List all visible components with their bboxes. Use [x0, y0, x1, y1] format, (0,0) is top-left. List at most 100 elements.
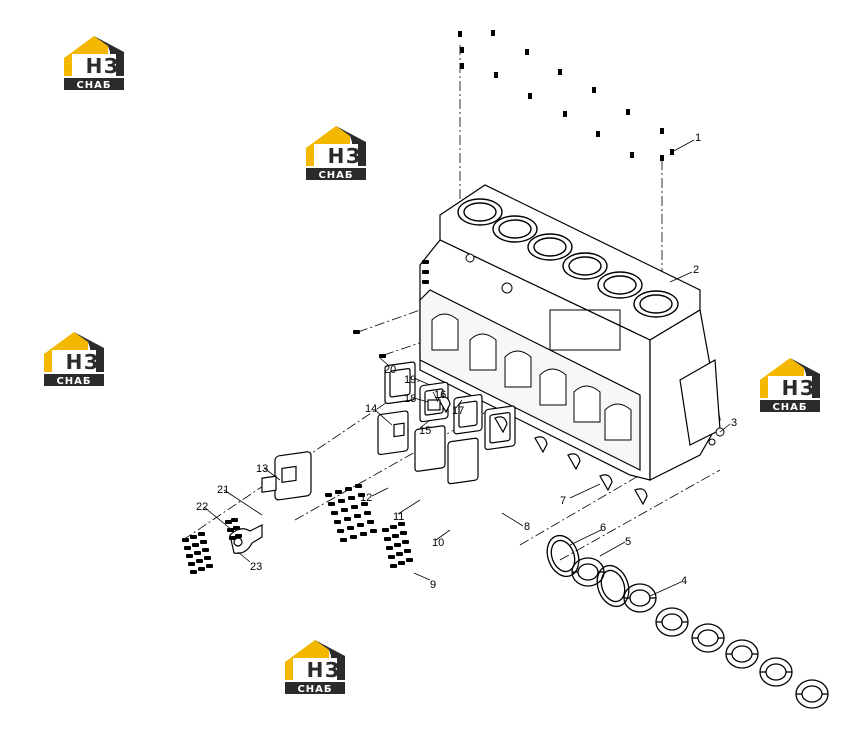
bolt-icon	[660, 128, 664, 134]
bolt-icon	[358, 493, 365, 497]
bolt-icon	[335, 490, 342, 494]
bearing-shell-icon	[655, 607, 689, 637]
block-side-bays	[431, 253, 725, 446]
bolt-icon	[422, 270, 429, 274]
bearing-shell-icon	[759, 657, 793, 687]
bolt-icon	[351, 505, 358, 509]
callout-21: 21	[217, 484, 229, 496]
callout-14: 14	[365, 403, 377, 415]
callout-23: 23	[250, 561, 262, 573]
bolt-icon	[422, 260, 429, 264]
callout-13: 13	[256, 463, 268, 475]
bolt-icon	[194, 551, 201, 555]
bolt-icon	[596, 131, 600, 137]
bearing-shell-icon	[691, 623, 725, 653]
logo-watermark	[306, 126, 366, 181]
callout-5: 5	[625, 536, 631, 548]
bolt-icon	[422, 280, 429, 284]
callout-15: 15	[419, 425, 431, 437]
cylinder-block	[419, 184, 721, 481]
bolt-icon	[227, 528, 234, 532]
bolt-icon	[204, 556, 211, 560]
bolt-icon	[182, 538, 189, 542]
bolt-icon	[563, 111, 567, 117]
bolt-icon	[338, 499, 345, 503]
callout-19: 19	[404, 374, 416, 386]
bolt-icon	[354, 514, 361, 518]
bolt-icon	[361, 502, 368, 506]
bolt-icon	[200, 540, 207, 544]
bolt-icon	[379, 354, 386, 358]
side-cover-gaskets	[274, 361, 516, 501]
bolt-icon	[192, 543, 199, 547]
callout-17: 17	[452, 405, 464, 417]
callout-22: 22	[196, 501, 208, 513]
bolt-icon	[382, 528, 389, 532]
callout-11: 11	[393, 511, 404, 523]
callout-8: 8	[524, 521, 530, 533]
callout-2: 2	[693, 264, 699, 276]
callout-4: 4	[681, 575, 687, 587]
bearing-shell-icon	[725, 639, 759, 669]
bolt-icon	[558, 69, 562, 75]
callout-18: 18	[404, 393, 416, 405]
bolt-icon	[400, 531, 407, 535]
bolt-icon	[190, 535, 197, 539]
bolt-icon	[190, 570, 197, 574]
logo-watermark	[64, 36, 124, 91]
bolt-icon	[206, 564, 213, 568]
bolt-icon	[460, 63, 464, 69]
callout-16: 16	[434, 389, 446, 401]
piston-cooling-nozzles	[427, 396, 648, 506]
cover-bolts	[182, 260, 429, 574]
bolt-icon	[494, 72, 498, 78]
bearing-shell-icon	[571, 557, 605, 587]
bolt-icon	[460, 47, 464, 53]
bolt-icon	[225, 520, 232, 524]
callout-labels: 1 2 3 4 5 6 7 8 9 10 11 12 13 14 15 16 1…	[196, 132, 737, 591]
bolt-icon	[229, 536, 236, 540]
bolt-icon	[367, 520, 374, 524]
logo-watermark	[285, 640, 345, 695]
bolt-icon	[384, 537, 391, 541]
callout-12: 12	[360, 492, 372, 504]
bolt-icon	[355, 484, 362, 488]
bolt-icon	[198, 532, 205, 536]
bolt-icon	[328, 502, 335, 506]
bolt-icon	[458, 31, 462, 37]
callout-10: 10	[432, 537, 444, 549]
bolt-icon	[344, 517, 351, 521]
bolt-icon	[626, 109, 630, 115]
bolt-icon	[345, 487, 352, 491]
bolt-icon	[233, 526, 240, 530]
bolt-icon	[188, 562, 195, 566]
cylinder-head-bolts	[458, 30, 674, 161]
bolt-icon	[340, 538, 347, 542]
bolt-icon	[353, 330, 360, 334]
bolt-icon	[184, 546, 191, 550]
bolt-icon	[370, 529, 377, 533]
bolt-icon	[350, 535, 357, 539]
callout-3: 3	[731, 417, 737, 429]
bolt-icon	[404, 549, 411, 553]
leader-lines	[203, 139, 731, 597]
bolt-icon	[360, 532, 367, 536]
bolt-icon	[630, 152, 634, 158]
bolt-icon	[196, 559, 203, 563]
bolt-icon	[398, 522, 405, 526]
bolt-icon	[348, 496, 355, 500]
bolt-icon	[235, 534, 242, 538]
bolt-icon	[528, 93, 532, 99]
callout-7: 7	[560, 495, 566, 507]
bolt-icon	[198, 567, 205, 571]
bolt-icon	[337, 529, 344, 533]
callout-6: 6	[600, 522, 606, 534]
bolt-icon	[406, 558, 413, 562]
main-bearing-shells	[571, 557, 829, 709]
thrust-washers	[546, 534, 630, 608]
breather-assembly	[229, 475, 277, 554]
bolt-icon	[390, 525, 397, 529]
bolt-icon	[392, 534, 399, 538]
bolt-icon	[394, 543, 401, 547]
